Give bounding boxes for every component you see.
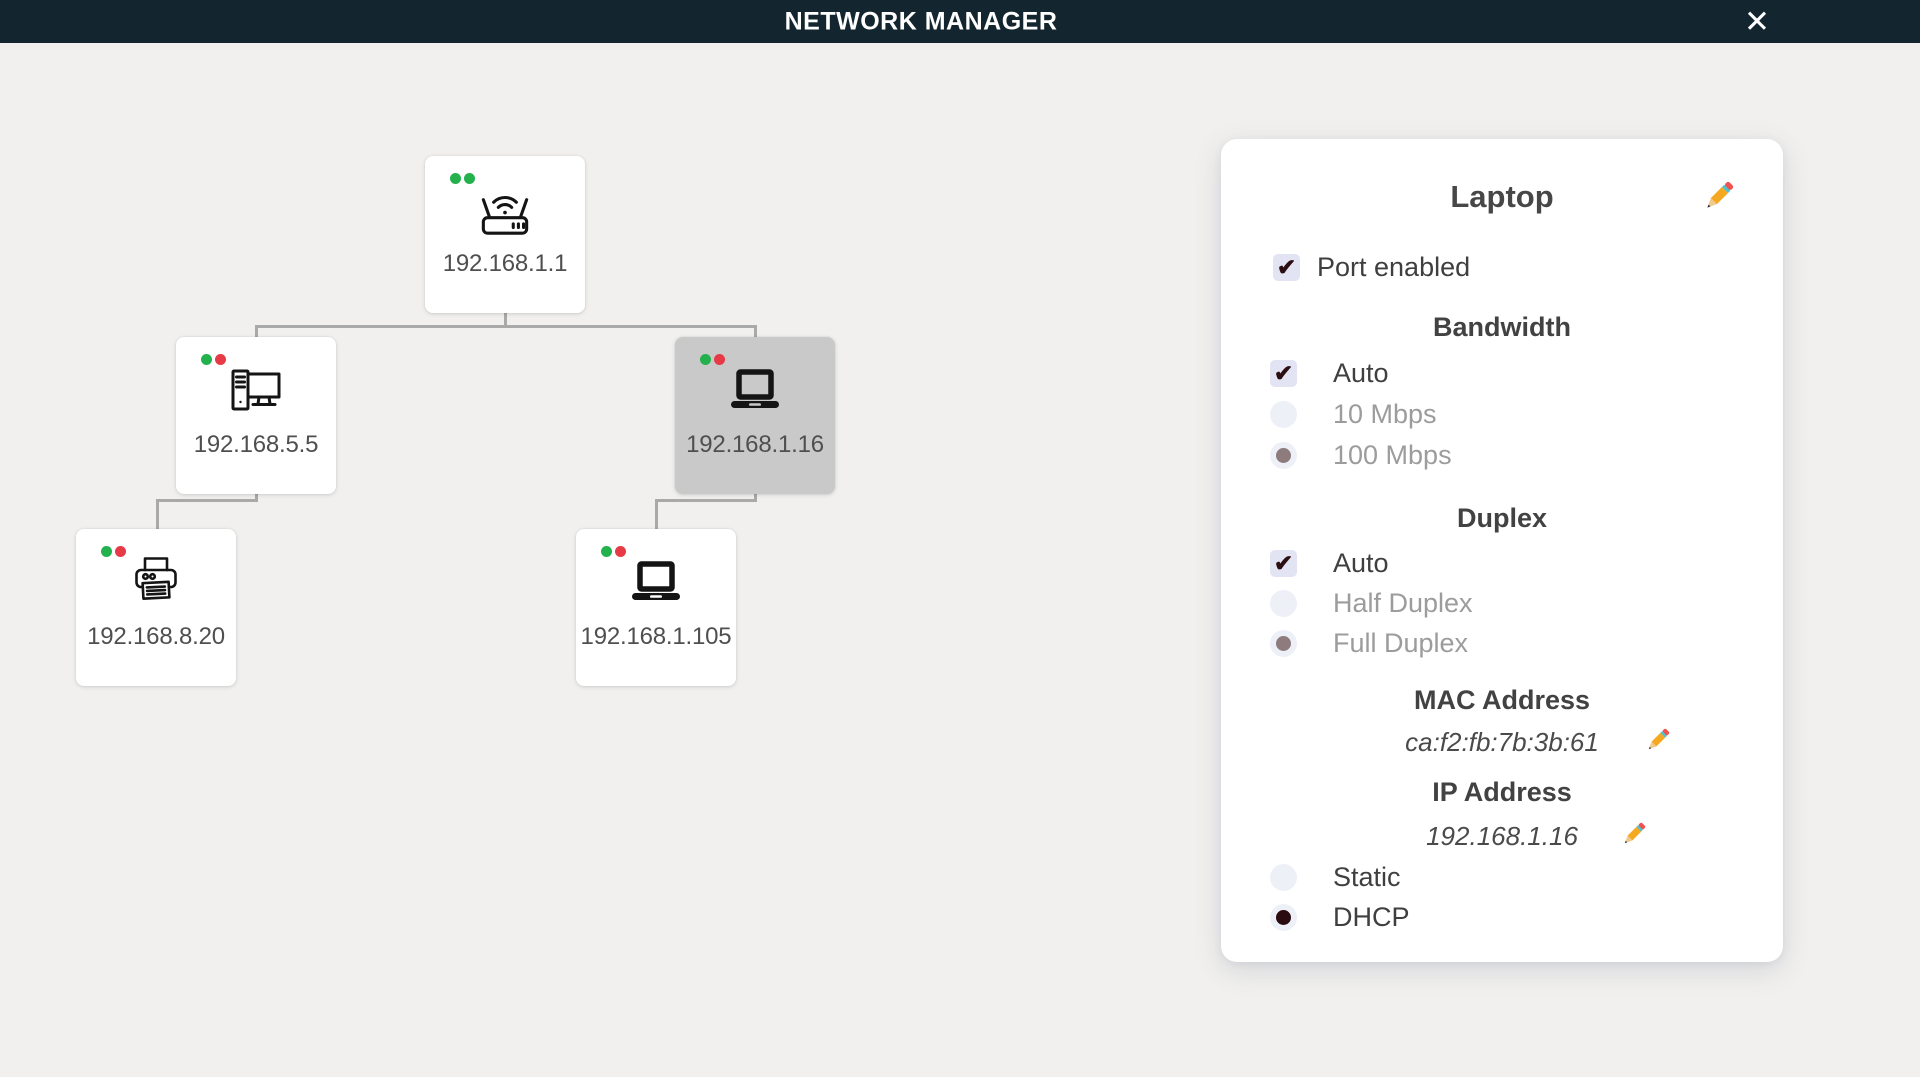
node-ip-label: 192.168.1.1 xyxy=(442,250,568,277)
device-node-desktop[interactable]: 192.168.5.5 xyxy=(176,337,336,494)
duplex-full-radio[interactable]: Full Duplex xyxy=(1270,627,1469,658)
checkbox-checked: ✔ xyxy=(1270,359,1297,387)
duplex-full-label: Full Duplex xyxy=(1333,627,1469,658)
status-dot-red xyxy=(215,354,226,365)
checkbox-checked: ✔ xyxy=(1270,549,1297,577)
connector-desktop-stub xyxy=(255,494,258,502)
edit-mac-button[interactable] xyxy=(1643,725,1673,755)
connector-desktop-printer-h xyxy=(156,499,258,502)
radio-selected xyxy=(1270,903,1297,931)
status-dot-red xyxy=(615,546,626,557)
port-enabled-label: Port enabled xyxy=(1317,251,1471,282)
check-icon: ✔ xyxy=(1273,359,1294,386)
desktop-icon xyxy=(224,359,288,423)
laptop-icon xyxy=(624,551,688,615)
bandwidth-heading: Bandwidth xyxy=(1433,312,1571,342)
radio-unselected xyxy=(1270,863,1297,891)
status-dot-red xyxy=(115,546,126,557)
ip-address-heading: IP Address xyxy=(1432,777,1572,807)
duplex-auto-label: Auto xyxy=(1333,547,1389,578)
ip-address-value: 192.168.1.16 xyxy=(1426,821,1578,851)
bandwidth-auto-label: Auto xyxy=(1333,357,1389,388)
status-dot-green xyxy=(101,546,112,557)
bandwidth-10mbps-label: 10 Mbps xyxy=(1333,398,1437,429)
panel-title: Laptop xyxy=(1450,179,1554,214)
app-title: NETWORK MANAGER xyxy=(784,7,1058,35)
printer-icon xyxy=(124,551,188,615)
status-dot-green xyxy=(450,173,461,184)
status-dots xyxy=(700,354,725,365)
ip-static-label: Static xyxy=(1333,861,1401,892)
bandwidth-10mbps-radio[interactable]: 10 Mbps xyxy=(1270,398,1437,429)
bandwidth-auto-toggle[interactable]: ✔ Auto xyxy=(1270,357,1389,388)
connector-laptop-stub xyxy=(754,494,757,502)
node-ip-label: 192.168.8.20 xyxy=(87,623,225,650)
node-ip-label: 192.168.5.5 xyxy=(193,431,319,458)
ip-dhcp-label: DHCP xyxy=(1333,901,1410,932)
status-dots xyxy=(601,546,626,557)
pencil-icon xyxy=(1700,177,1738,215)
radio-unselected xyxy=(1270,589,1297,617)
checkbox-checked: ✔ xyxy=(1273,253,1300,281)
bandwidth-100mbps-label: 100 Mbps xyxy=(1333,439,1452,470)
connector-drop-laptop2 xyxy=(655,499,658,529)
connector-drop-desktop xyxy=(255,325,258,337)
device-detail-panel: Laptop ✔ Port enabled Bandwidth ✔ Auto 1… xyxy=(1221,139,1783,962)
check-icon: ✔ xyxy=(1273,549,1294,576)
close-icon: ✕ xyxy=(1744,4,1770,39)
radio-selected xyxy=(1270,441,1297,469)
connector-drop-printer xyxy=(156,499,159,529)
duplex-half-radio[interactable]: Half Duplex xyxy=(1270,587,1473,618)
status-dot-green xyxy=(601,546,612,557)
port-enabled-toggle[interactable]: ✔ Port enabled xyxy=(1273,251,1471,282)
radio-selected xyxy=(1270,629,1297,657)
device-node-laptop2[interactable]: 192.168.1.105 xyxy=(576,529,736,686)
duplex-auto-toggle[interactable]: ✔ Auto xyxy=(1270,547,1389,578)
connector-bus xyxy=(255,325,757,328)
status-dot-green xyxy=(700,354,711,365)
mac-address-heading: MAC Address xyxy=(1413,685,1591,715)
pencil-icon xyxy=(1619,819,1649,849)
connector-laptop-laptop-h xyxy=(655,499,757,502)
status-dot-green xyxy=(464,173,475,184)
duplex-half-label: Half Duplex xyxy=(1333,587,1473,618)
device-node-router[interactable]: 192.168.1.1 xyxy=(425,156,585,313)
status-dot-red xyxy=(714,354,725,365)
bandwidth-100mbps-radio[interactable]: 100 Mbps xyxy=(1270,439,1452,470)
duplex-heading: Duplex xyxy=(1456,503,1548,533)
connector-router-stub xyxy=(504,313,507,325)
laptop-icon xyxy=(723,359,787,423)
status-dots xyxy=(201,354,226,365)
radio-unselected xyxy=(1270,400,1297,428)
check-icon: ✔ xyxy=(1276,253,1297,280)
pencil-icon xyxy=(1643,725,1673,755)
status-dot-green xyxy=(201,354,212,365)
edit-device-name-button[interactable] xyxy=(1700,177,1738,215)
mac-address-value: ca:f2:fb:7b:3b:61 xyxy=(1405,727,1599,757)
connector-drop-laptop xyxy=(754,325,757,337)
ip-static-radio[interactable]: Static xyxy=(1270,861,1401,892)
router-icon xyxy=(472,178,538,244)
edit-ip-button[interactable] xyxy=(1619,819,1649,849)
status-dots xyxy=(450,173,475,184)
app-header: NETWORK MANAGER ✕ xyxy=(0,0,1920,43)
device-node-printer[interactable]: 192.168.8.20 xyxy=(76,529,236,686)
close-button[interactable]: ✕ xyxy=(1736,2,1778,41)
node-ip-label: 192.168.1.16 xyxy=(686,431,824,458)
node-ip-label: 192.168.1.105 xyxy=(580,623,732,650)
ip-dhcp-radio[interactable]: DHCP xyxy=(1270,901,1410,932)
status-dots xyxy=(101,546,126,557)
device-node-laptop-selected[interactable]: 192.168.1.16 xyxy=(675,337,835,494)
